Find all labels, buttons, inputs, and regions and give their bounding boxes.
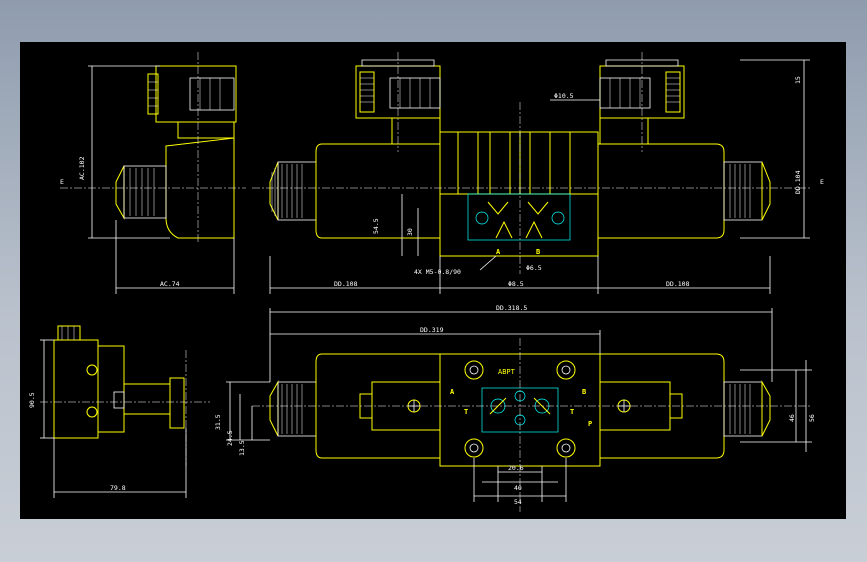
coil-marking: ABPT	[498, 368, 516, 376]
dim-top-right: 15	[794, 76, 802, 84]
dim-port-dia: Φ6.5	[526, 264, 542, 272]
port-a-front: A	[496, 248, 501, 256]
dim-inner-length: DD.319	[420, 326, 444, 334]
left-solenoid-housing	[315, 143, 441, 239]
left-manual-override	[269, 161, 317, 221]
dim-height-total: AC.102	[78, 156, 86, 180]
dim-bottom-w2: 40	[514, 484, 522, 492]
view-marker-left: E	[60, 178, 64, 186]
dim-bottom-w1: 20.6	[508, 464, 524, 472]
port-b-plan: B	[582, 388, 586, 396]
dim-overall-length: DD.318.5	[496, 304, 527, 312]
dim-right-height: DD.104	[794, 170, 802, 194]
dim-center-width: Φ8.5	[508, 280, 524, 288]
dim-left-v3: 13.5	[238, 440, 246, 456]
port-b-front: B	[536, 248, 540, 256]
port-t-right: T	[570, 408, 574, 416]
port-a-plan: A	[450, 388, 455, 396]
dim-body-h1: 54.5	[372, 218, 380, 234]
view-marker-right: E	[820, 178, 824, 186]
dim-right-v2: 56	[808, 414, 816, 422]
dim-side-width-bottom: 79.8	[110, 484, 126, 492]
dim-right-solenoid: DD.108	[666, 280, 690, 288]
right-solenoid-housing	[597, 143, 725, 239]
right-manual-override	[723, 161, 771, 221]
dim-left-v1: 31.5	[214, 414, 222, 430]
dim-side-width-top: AC.74	[160, 280, 180, 288]
dim-side-height: 90.5	[28, 392, 36, 408]
dim-bottom-w3: 54	[514, 498, 522, 506]
front-view: A B	[252, 52, 824, 294]
dim-left-v2: 24.5	[226, 430, 234, 446]
valve-body: A B	[439, 131, 599, 257]
plan-view: A B T T P ABPT DD.318.5 DD.319	[214, 304, 816, 512]
side-view-bottom: 90.5 79.8	[28, 325, 210, 498]
left-connector-front	[355, 59, 441, 145]
right-connector-front	[599, 59, 685, 145]
side-view-top: AC.102 AC.74 E	[60, 52, 246, 294]
port-p-plan: P	[588, 420, 592, 428]
cad-viewport[interactable]: A B	[20, 42, 846, 519]
dim-right-v1: 46	[788, 414, 796, 422]
dim-thread-note: 4X M5-0.8/90	[414, 268, 461, 276]
dim-left-solenoid: DD.108	[334, 280, 358, 288]
dim-hole-dia: Φ10.5	[554, 92, 574, 100]
valve-drawing: A B	[28, 52, 824, 512]
dim-body-h2: 30	[406, 228, 414, 236]
port-t-left: T	[464, 408, 468, 416]
